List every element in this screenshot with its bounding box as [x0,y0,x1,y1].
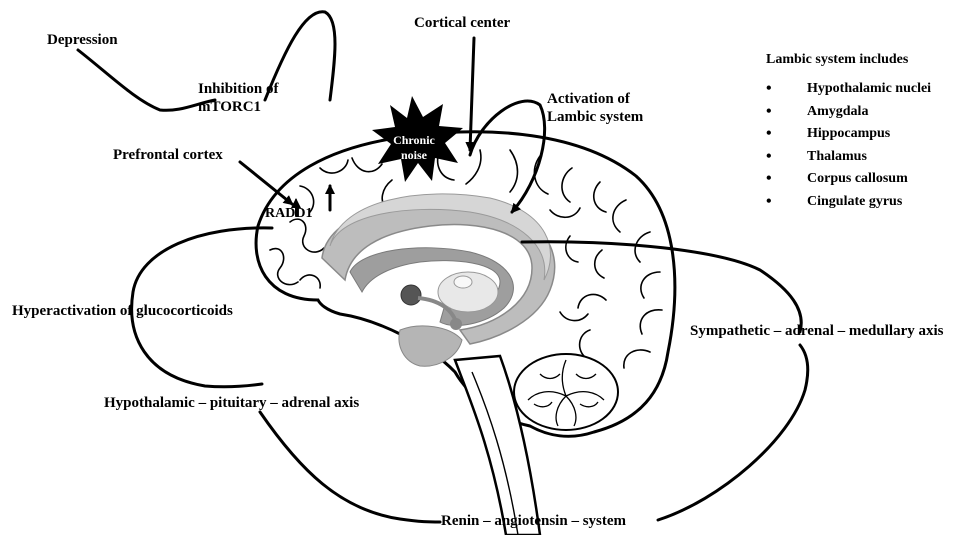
amygdala [401,285,421,305]
connector-ras-sam [658,345,808,520]
label-inhibition-mtorc1: Inhibition of mTORC1 [198,80,290,116]
legend-item-hypothalamic-nuclei: Hypothalamic nuclei [766,80,931,103]
label-chronic-noise: Chronic noise [390,133,438,163]
legend-item-amygdala: Amygdala [766,103,931,126]
connector-depression-inhibition [78,50,215,110]
connector-hpa-ras [260,412,440,522]
legend-item-corpus-callosum: Corpus callosum [766,170,931,193]
label-radd1: RADD1 [265,205,312,223]
legend-list: Hypothalamic nuclei Amygdala Hippocampus… [766,80,931,215]
label-hpa-axis: Hypothalamic – pituitary – adrenal axis [104,394,359,412]
label-sam-axis: Sympathetic – adrenal – medullary axis [690,322,943,340]
label-hyperactivation-glucocorticoids: Hyperactivation of glucocorticoids [12,302,233,320]
label-depression: Depression [47,31,118,49]
legend-title: Lambic system includes [766,52,931,68]
lambic-system-legend: Lambic system includes Hypothalamic nucl… [766,52,931,215]
legend-item-hippocampus: Hippocampus [766,125,931,148]
label-activation-lambic: Activation of Lambic system [547,90,665,126]
legend-item-cingulate-gyrus: Cingulate gyrus [766,193,931,216]
label-prefrontal-cortex: Prefrontal cortex [113,146,223,164]
cerebellum [514,354,618,430]
label-ras: Renin – angiotensin – system [441,512,626,530]
label-cortical-center: Cortical center [414,14,510,32]
legend-item-thalamus: Thalamus [766,148,931,171]
